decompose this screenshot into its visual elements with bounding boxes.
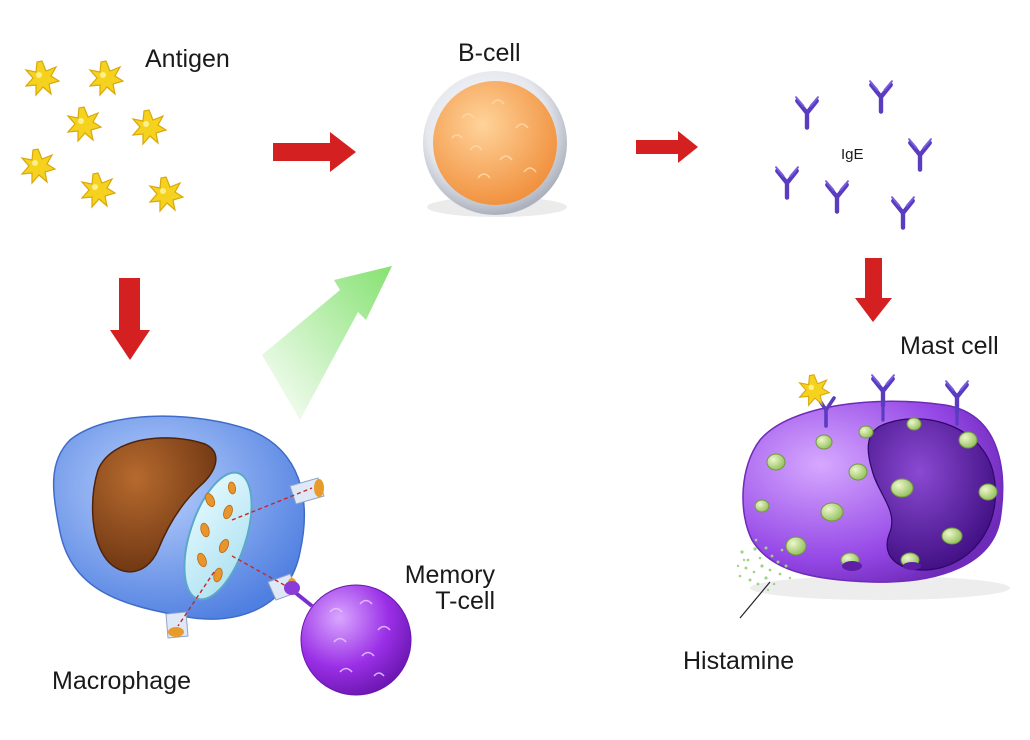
antibody-y-icon xyxy=(776,167,798,197)
antigen-particle-icon xyxy=(799,374,830,406)
antigen-particle-icon xyxy=(132,109,167,145)
arrow-antigen-to-bcell xyxy=(273,132,356,172)
antigen-particle-icon xyxy=(81,172,116,208)
antibody-y-icon xyxy=(909,139,931,169)
histamine-cloud xyxy=(736,538,792,592)
antibody-y-icon xyxy=(870,81,892,111)
label-ige: IgE xyxy=(841,146,864,163)
label-macrophage: Macrophage xyxy=(52,667,191,695)
antibody-y-icon xyxy=(796,97,818,127)
arrow-ige-to-mast-cell xyxy=(855,258,892,322)
label-memory-line1: Memory xyxy=(404,561,495,589)
macrophage xyxy=(52,415,325,639)
antibody-y-icon xyxy=(892,197,914,227)
memory-t-cell xyxy=(284,581,412,696)
mast-cell xyxy=(742,374,1010,600)
antigen-particle-icon xyxy=(67,106,102,142)
arrow-macrophage-to-bcell xyxy=(262,266,392,420)
antigen-particle-icon xyxy=(149,176,184,212)
arrow-bcell-to-ige xyxy=(636,131,698,163)
macrophage-receptor xyxy=(289,477,325,505)
antigen-particle-icon xyxy=(89,60,124,96)
label-antigen: Antigen xyxy=(145,45,230,73)
arrow-antigen-to-macrophage xyxy=(110,278,150,360)
antibody-y-icon xyxy=(826,181,848,211)
label-memory-t-cell: Memory T-cell xyxy=(385,562,495,615)
label-mast-cell: Mast cell xyxy=(900,332,999,360)
antigen-particle-icon xyxy=(21,148,56,184)
b-cell xyxy=(423,71,567,217)
label-memory-line2: T-cell xyxy=(435,587,495,616)
label-b-cell: B-cell xyxy=(458,39,521,67)
histamine-leader-line xyxy=(739,581,771,619)
antigen-cluster xyxy=(21,60,184,212)
label-histamine: Histamine xyxy=(683,647,795,675)
antigen-particle-icon xyxy=(25,60,60,96)
